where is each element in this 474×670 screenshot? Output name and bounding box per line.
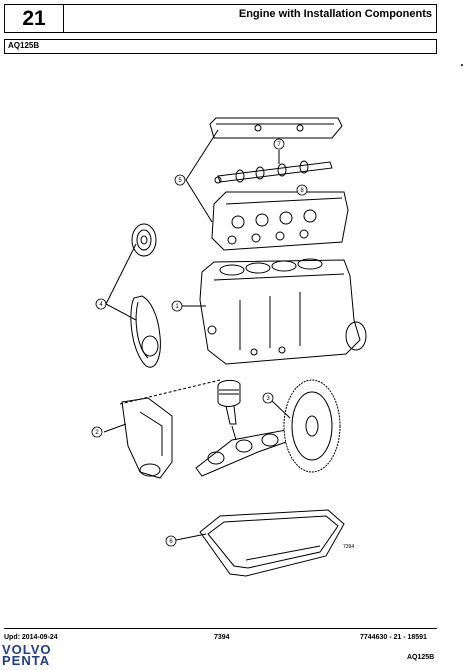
svg-text:2: 2 [95, 430, 99, 436]
valve-cover [209, 117, 343, 139]
svg-text:3: 3 [266, 396, 270, 402]
model-bar: AQ125B [4, 39, 437, 54]
flywheel [283, 379, 341, 473]
cam-gear [131, 223, 157, 257]
page-title: Engine with Installation Components [238, 8, 432, 20]
mounting-bracket [119, 379, 221, 479]
svg-text:7: 7 [277, 142, 281, 148]
logo-line-1: VOLVO [2, 642, 52, 657]
svg-text:6: 6 [169, 539, 173, 545]
cylinder-head [211, 191, 349, 251]
timing-belt [130, 295, 161, 368]
figure-code: 7394 [343, 544, 354, 550]
svg-text:8: 8 [300, 188, 304, 194]
callout-6: 6 [165, 535, 177, 547]
callouts: 1 2 3 4 5 6 7 8 [91, 138, 308, 547]
piston [217, 379, 241, 425]
footer-rule [4, 628, 437, 629]
page-header: 21 Engine with Installation Components [4, 4, 437, 33]
part-reference: 7744630 - 21 - 18591 [360, 634, 427, 641]
callout-2: 2 [91, 426, 103, 438]
crankshaft [195, 425, 293, 477]
svg-text:4: 4 [99, 302, 103, 308]
logo-line-2: PENTA [2, 653, 51, 668]
stray-dot [461, 64, 463, 66]
model-label: AQ125B [8, 41, 40, 50]
section-number: 21 [5, 5, 64, 32]
svg-text:5: 5 [178, 178, 182, 184]
engine-block [199, 258, 367, 365]
callout-3: 3 [262, 392, 274, 404]
footer-code: 7394 [214, 634, 230, 641]
svg-text:1: 1 [175, 304, 179, 310]
camshaft [214, 160, 333, 184]
footer-model: AQ125B [407, 654, 435, 661]
leader-lines [103, 129, 291, 541]
callout-5: 5 [174, 174, 186, 186]
callout-7: 7 [273, 138, 285, 150]
volvo-penta-logo: VOLVO PENTA [2, 642, 60, 668]
callout-4: 4 [95, 298, 107, 310]
update-date: Upd: 2014-09-24 [4, 634, 58, 641]
oil-pan [199, 509, 345, 577]
callout-1: 1 [171, 300, 183, 312]
callout-8: 8 [296, 184, 308, 196]
